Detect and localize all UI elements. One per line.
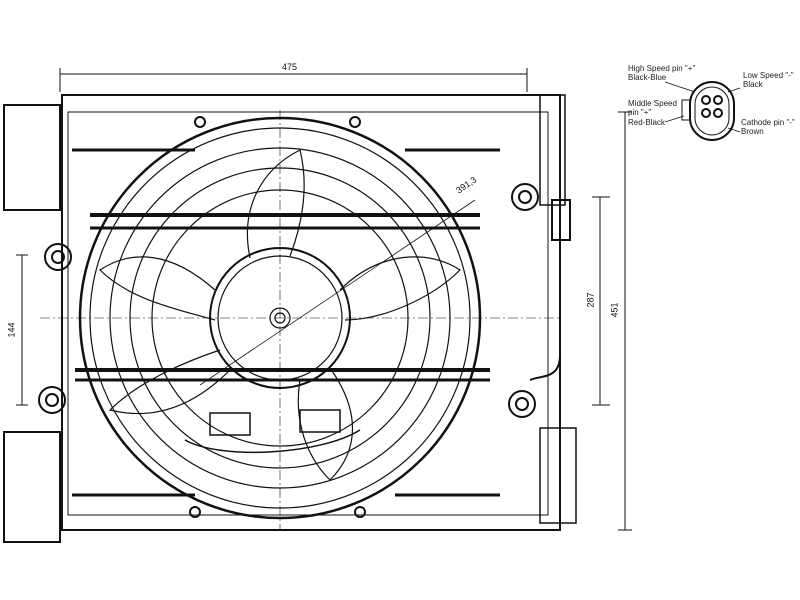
width-dimension-line xyxy=(59,68,528,92)
width-label: 475 xyxy=(282,62,298,72)
frame-slots xyxy=(72,148,500,497)
cable xyxy=(529,199,571,381)
connector-plug xyxy=(681,81,735,141)
cathode-color: Brown xyxy=(741,127,764,136)
shroud-frame xyxy=(3,94,577,543)
connector-leaders xyxy=(664,81,741,133)
mounting-holes xyxy=(38,116,539,518)
left-height-label: 144 xyxy=(6,322,17,338)
low-speed-color: Black xyxy=(743,80,763,89)
middle-speed-label: Middle Speed pin "+" xyxy=(628,99,677,117)
middle-speed-color: Red-Black xyxy=(628,118,665,127)
high-speed-label: High Speed pin "+" xyxy=(628,64,696,73)
right-height-label: 287 xyxy=(585,292,596,308)
height-dimensions xyxy=(16,111,632,531)
high-speed-color: Black-Blue xyxy=(628,73,667,82)
motor-connectors xyxy=(184,409,361,454)
fan-blades xyxy=(99,149,461,481)
diameter-line xyxy=(199,199,476,386)
low-speed-label: Low Speed "-" xyxy=(743,71,794,80)
cathode-label: Cathode pin "-" xyxy=(741,118,795,127)
total-height-label: 451 xyxy=(609,302,620,318)
